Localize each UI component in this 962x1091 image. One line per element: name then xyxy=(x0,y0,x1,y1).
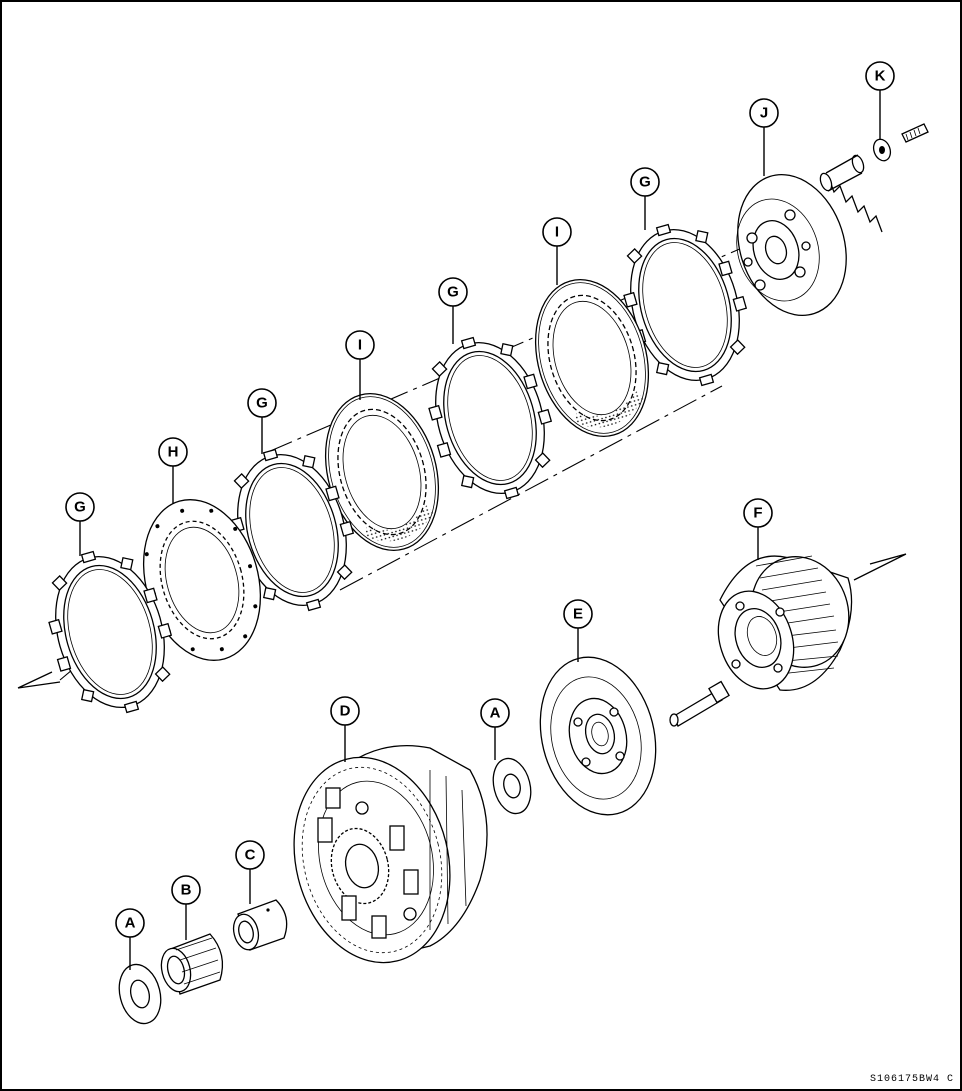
spring-bolt xyxy=(902,124,928,142)
svg-text:A: A xyxy=(490,705,501,722)
clutch-sleeve xyxy=(230,900,287,952)
spring-washer xyxy=(871,137,894,163)
svg-text:G: G xyxy=(256,395,268,412)
svg-text:D: D xyxy=(340,703,351,720)
svg-text:A: A xyxy=(125,915,136,932)
svg-text:K: K xyxy=(875,68,886,85)
svg-text:G: G xyxy=(447,284,459,301)
callout-a-1: A xyxy=(116,909,144,970)
callout-f: F xyxy=(744,499,772,560)
svg-text:I: I xyxy=(358,337,362,354)
svg-text:B: B xyxy=(181,882,192,899)
svg-text:H: H xyxy=(168,444,179,461)
callout-g-3: G xyxy=(439,278,467,344)
thrust-washer-1 xyxy=(113,960,166,1028)
clutch-hub xyxy=(706,544,863,699)
callout-h: H xyxy=(159,438,187,504)
svg-text:C: C xyxy=(245,847,256,864)
callout-j: J xyxy=(750,99,778,176)
callout-g-4: G xyxy=(631,168,659,230)
callout-c: C xyxy=(236,841,264,904)
outer-pressure-plate xyxy=(524,645,671,827)
callout-g-1: G xyxy=(66,493,94,556)
svg-text:E: E xyxy=(573,606,583,623)
callout-b: B xyxy=(172,876,200,940)
svg-text:I: I xyxy=(555,224,559,241)
svg-text:G: G xyxy=(74,499,86,516)
svg-text:F: F xyxy=(753,505,762,522)
callout-i-1: I xyxy=(346,331,374,400)
callout-e: E xyxy=(564,600,592,662)
needle-bearing xyxy=(157,934,222,995)
svg-text:G: G xyxy=(639,174,651,191)
pushrod-bolt xyxy=(670,682,729,726)
callout-k: K xyxy=(866,62,894,140)
clutch-housing xyxy=(273,741,487,980)
callout-d: D xyxy=(331,697,359,762)
callout-i-2: I xyxy=(543,218,571,285)
thrust-washer-2 xyxy=(488,754,536,817)
svg-text:J: J xyxy=(760,105,768,122)
callout-g-2: G xyxy=(248,389,276,454)
callout-a-2: A xyxy=(481,699,509,760)
figure-code: S106175BW4 C xyxy=(870,1074,954,1085)
